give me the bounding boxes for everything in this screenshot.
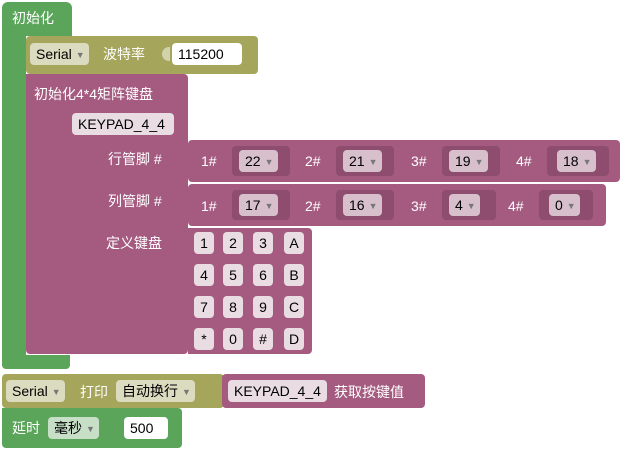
row-pins-label: 行管脚 # [108, 151, 162, 167]
key-2-4[interactable]: B [284, 264, 304, 286]
chevron-down-icon: ▼ [75, 50, 85, 60]
row-pin-1-dropdown[interactable]: 22▼ [239, 150, 278, 172]
chevron-down-icon: ▼ [51, 387, 61, 397]
row-pin-4-dropdown[interactable]: 18▼ [557, 150, 596, 172]
key-1-4[interactable]: A [284, 232, 304, 254]
key-2-3[interactable]: 6 [253, 264, 273, 286]
row-pin-3-value: 19 [455, 153, 471, 169]
row-pin-2-value: 21 [349, 153, 365, 169]
chevron-down-icon: ▼ [182, 387, 191, 397]
input-socket [162, 47, 170, 61]
row-pin-3-label: 3# [411, 153, 427, 169]
col-pin-4-label: 4# [508, 198, 524, 214]
row-pin-3-dropdown[interactable]: 19▼ [449, 150, 488, 172]
print-mode-dropdown[interactable]: 自动换行 ▼ [116, 380, 195, 402]
print-port-dropdown[interactable]: Serial▼ [6, 380, 65, 402]
baud-label: 波特率 [103, 46, 145, 62]
keypad-name-field[interactable]: KEYPAD_4_4 [72, 113, 174, 135]
init-block-footer [2, 355, 70, 369]
key-4-2[interactable]: 0 [223, 328, 243, 350]
chevron-down-icon: ▼ [566, 201, 576, 211]
col-pins-label: 列管脚 # [108, 193, 162, 209]
delay-value-field[interactable]: 500 [124, 417, 168, 439]
baud-rate-field[interactable]: 115200 [172, 43, 242, 65]
col-pin-1-value: 17 [245, 197, 261, 213]
get-key-source-field[interactable]: KEYPAD_4_4 [228, 380, 327, 402]
chevron-down-icon: ▼ [582, 157, 592, 167]
chevron-down-icon: ▼ [368, 157, 378, 167]
key-3-2[interactable]: 8 [223, 296, 243, 318]
key-3-3[interactable]: 9 [253, 296, 273, 318]
key-3-4[interactable]: C [284, 296, 304, 318]
keypad-init-title: 初始化4*4矩阵键盘 [34, 86, 154, 102]
print-mode-value: 自动换行 [122, 383, 178, 399]
col-pin-2-dropdown[interactable]: 16▼ [343, 194, 382, 216]
print-port-value: Serial [12, 383, 48, 399]
chevron-down-icon: ▼ [86, 424, 95, 434]
row-pin-4-value: 18 [563, 153, 579, 169]
serial-port-dropdown[interactable]: Serial▼ [30, 43, 89, 65]
init-block-title: 初始化 [12, 10, 54, 26]
define-keypad-label: 定义键盘 [106, 235, 162, 251]
chevron-down-icon: ▼ [368, 201, 378, 211]
key-2-2[interactable]: 5 [223, 264, 243, 286]
key-4-3[interactable]: # [253, 328, 273, 350]
col-pin-2-label: 2# [305, 198, 321, 214]
key-1-2[interactable]: 2 [223, 232, 243, 254]
chevron-down-icon: ▼ [466, 201, 476, 211]
key-1-3[interactable]: 3 [253, 232, 273, 254]
delay-label: 延时 [12, 420, 40, 436]
row-pin-2-label: 2# [305, 153, 321, 169]
col-pin-2-value: 16 [349, 197, 365, 213]
col-pin-3-dropdown[interactable]: 4▼ [449, 194, 480, 216]
delay-unit-dropdown[interactable]: 毫秒 ▼ [48, 417, 99, 439]
col-pin-1-dropdown[interactable]: 17▼ [239, 194, 278, 216]
delay-unit-value: 毫秒 [54, 420, 82, 436]
serial-port-value: Serial [36, 46, 72, 62]
key-4-4[interactable]: D [284, 328, 304, 350]
col-pin-4-dropdown[interactable]: 0▼ [549, 194, 580, 216]
row-pin-1-value: 22 [245, 153, 261, 169]
row-pin-1-label: 1# [201, 153, 217, 169]
key-3-1[interactable]: 7 [194, 296, 214, 318]
row-pin-2-dropdown[interactable]: 21▼ [343, 150, 382, 172]
print-action-label: 打印 [80, 384, 108, 400]
init-block-spine [2, 30, 26, 365]
key-2-1[interactable]: 4 [194, 264, 214, 286]
col-pin-3-label: 3# [411, 198, 427, 214]
key-4-1[interactable]: * [194, 328, 214, 350]
col-pin-1-label: 1# [201, 198, 217, 214]
key-1-1[interactable]: 1 [194, 232, 214, 254]
col-pin-3-value: 4 [455, 197, 463, 213]
chevron-down-icon: ▼ [264, 201, 274, 211]
chevron-down-icon: ▼ [474, 157, 484, 167]
chevron-down-icon: ▼ [264, 157, 274, 167]
row-pin-4-label: 4# [516, 153, 532, 169]
get-key-label: 获取按键值 [334, 384, 404, 400]
col-pin-4-value: 0 [555, 197, 563, 213]
